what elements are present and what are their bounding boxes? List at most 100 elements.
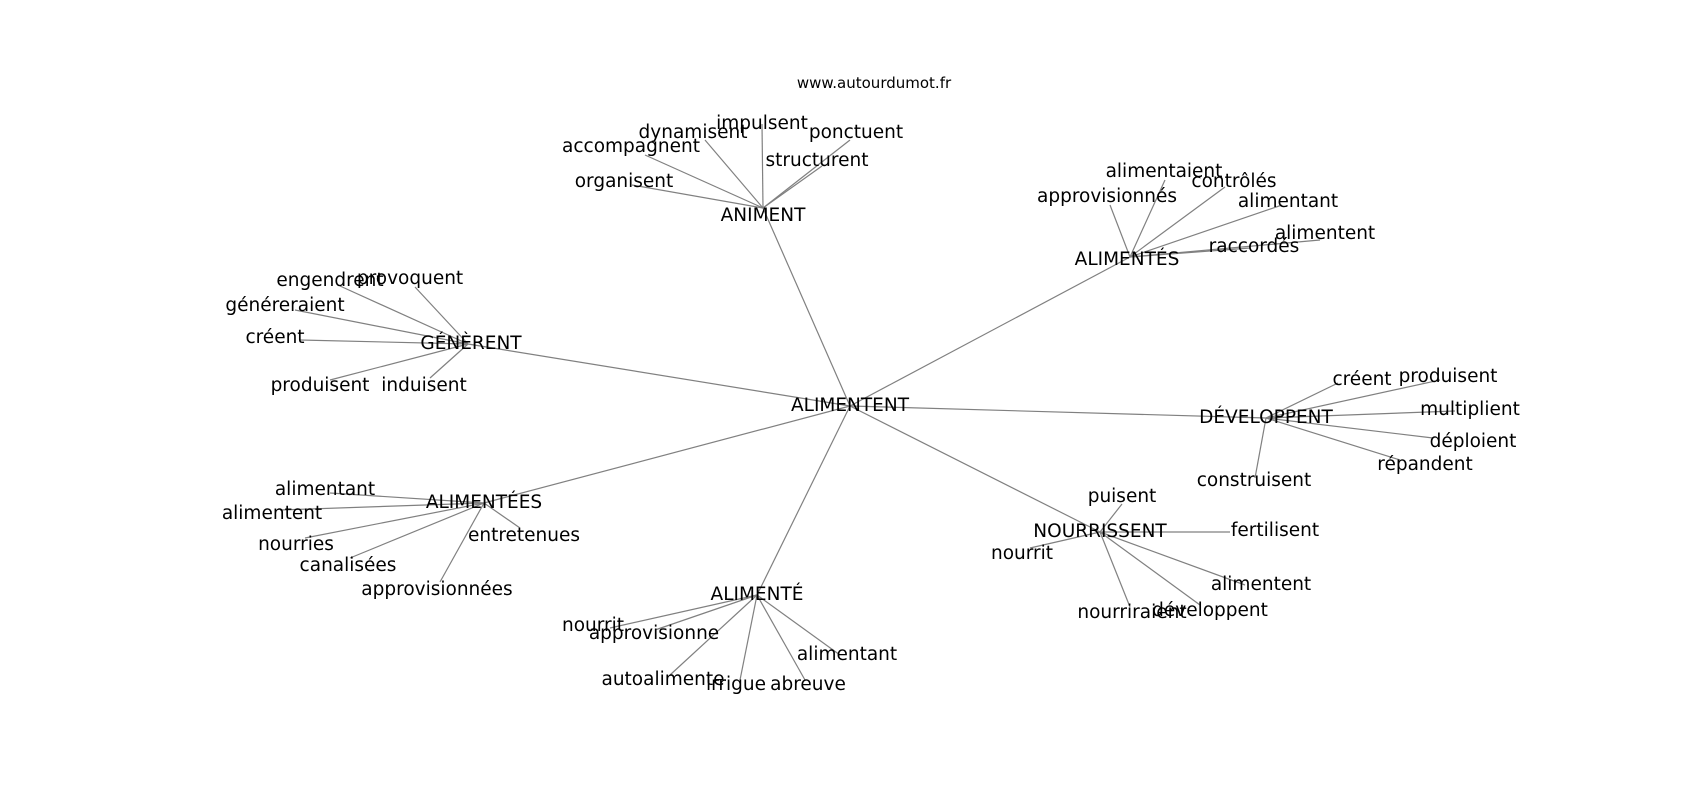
edge-nourrissent-puisent: [1099, 503, 1123, 533]
edge-nourrissent-nourrit: [1029, 531, 1101, 549]
edge-developpent-construisent: [1254, 417, 1267, 479]
edge-alimentees-alimentant: [329, 492, 485, 504]
leaf-node-generent-provoquent: provoquent: [356, 267, 464, 289]
leaf-node-nourrissent-nourrit: nourrit: [990, 542, 1054, 564]
edge-center-generent: [467, 343, 851, 407]
edge-alimentees-canalisees: [349, 502, 485, 559]
edge-developpent-repandent: [1265, 417, 1401, 461]
leaf-node-developpent-deploient: déploient: [1429, 430, 1517, 452]
leaf-node-nourrissent-puisent: puisent: [1087, 485, 1157, 507]
leaf-node-alimente-abreuve: abreuve: [770, 673, 846, 695]
leaf-node-animent-organisent: organisent: [574, 170, 674, 192]
leaf-node-alimentes-alimentaient: alimentaient: [1105, 160, 1223, 182]
edge-alimente-irrigue: [739, 594, 758, 681]
leaf-node-alimentees-canalisees: canalisées: [299, 554, 397, 576]
leaf-node-alimentees-alimentent: alimentent: [221, 502, 323, 524]
edge-alimentes-controles: [1129, 186, 1226, 258]
leaf-node-nourrissent-alimentent: alimentent: [1210, 573, 1312, 595]
leaf-node-alimentes-approvisionnes: approvisionnés: [1037, 185, 1177, 207]
edge-alimentees-approvisionnees: [439, 502, 485, 583]
edge-generent-produisent: [329, 343, 469, 381]
leaf-node-alimente-alimentant: alimentant: [796, 643, 898, 665]
edge-animent-organisent: [631, 184, 764, 209]
edge-center-alimentes: [849, 256, 1131, 407]
edge-alimente-abreuve: [756, 594, 806, 681]
edge-center-alimentees: [483, 405, 851, 504]
edge-animent-accompagnent: [644, 154, 764, 209]
hub-node-alimente: ALIMENTÉ: [710, 583, 804, 605]
leaf-node-alimentes-controles: contrôlés: [1191, 170, 1277, 192]
edge-alimente-approvisionne: [654, 594, 758, 631]
edge-alimente-autoalimente: [669, 594, 758, 676]
edge-animent-structurent: [762, 165, 823, 209]
leaf-node-alimentes-raccordes: raccordés: [1208, 235, 1300, 257]
edge-animent-ponctuent: [762, 139, 851, 209]
edge-nourrissent-developpent: [1099, 531, 1201, 606]
leaf-node-alimentes-alimentent: alimentent: [1274, 222, 1376, 244]
leaf-node-animent-dynamisent: dynamisent: [638, 121, 748, 143]
edge-center-nourrissent: [849, 405, 1101, 533]
edge-animent-impulsent: [761, 123, 764, 209]
leaf-node-nourrissent-developpent: développent: [1152, 599, 1268, 621]
leaf-node-developpent-repandent: répandent: [1377, 453, 1473, 475]
edge-alimentes-alimentant: [1129, 204, 1283, 258]
hub-node-alimentees: ALIMENTÉES: [425, 491, 543, 513]
leaf-node-nourrissent-nourriraient: nourriraient: [1077, 601, 1187, 623]
edge-generent-engendrent: [339, 285, 469, 345]
edge-alimente-nourrit: [609, 594, 758, 629]
edge-generent-creent: [299, 339, 469, 345]
leaf-node-generent-creent: créent: [245, 326, 305, 348]
edge-developpent-deploient: [1265, 417, 1434, 439]
edge-nourrissent-alimentent: [1099, 531, 1246, 586]
edge-alimentes-alimentaient: [1129, 179, 1166, 258]
edge-center-developpent: [849, 405, 1267, 419]
leaf-node-alimentees-approvisionnees: approvisionnées: [361, 578, 513, 600]
center-node: ALIMENTENT: [790, 394, 910, 416]
edge-center-animent: [762, 207, 851, 407]
edge-generent-genereraient: [294, 309, 469, 345]
leaf-node-developpent-creent: créent: [1332, 368, 1392, 390]
edge-alimentees-nourries: [304, 502, 485, 539]
edge-nourrissent-nourriraient: [1099, 531, 1131, 608]
leaf-node-alimentes-alimentant: alimentant: [1237, 190, 1339, 212]
hub-node-nourrissent: NOURRISSENT: [1033, 520, 1167, 542]
edge-generent-induisent: [429, 343, 469, 379]
edge-developpent-produisent: [1265, 379, 1441, 419]
leaf-node-nourrissent-fertilisent: fertilisent: [1230, 519, 1320, 541]
edge-alimentees-alimentent: [279, 502, 485, 511]
leaf-node-alimentees-entretenues: entretenues: [467, 524, 581, 546]
leaf-node-animent-impulsent: impulsent: [716, 112, 808, 134]
leaf-node-generent-engendrent: engendrent: [276, 269, 384, 291]
edge-developpent-multiplient: [1265, 410, 1456, 419]
leaf-node-animent-ponctuent: ponctuent: [808, 121, 904, 143]
leaf-node-alimente-autoalimente: autoalimente: [601, 668, 725, 690]
leaf-node-alimentees-alimentant: alimentant: [274, 478, 376, 500]
leaf-node-animent-accompagnent: accompagnent: [562, 135, 700, 157]
leaf-node-animent-structurent: structurent: [765, 149, 869, 171]
edge-generent-provoquent: [414, 286, 469, 345]
edge-alimentees-entretenues: [483, 502, 521, 529]
edge-alimente-alimentant: [756, 594, 841, 656]
leaf-node-alimente-nourrit: nourrit: [561, 614, 625, 636]
edge-developpent-creent: [1265, 382, 1339, 419]
edge-alimentes-raccordes: [1129, 247, 1251, 258]
leaf-node-generent-induisent: induisent: [381, 374, 467, 396]
site-watermark: www.autourdumot.fr: [796, 74, 952, 92]
leaf-node-developpent-construisent: construisent: [1196, 469, 1312, 491]
edge-center-alimente: [756, 405, 851, 596]
edge-alimentes-approvisionnes: [1109, 204, 1131, 258]
leaf-node-alimente-irrigue: irrigue: [705, 673, 767, 695]
hub-node-generent: GÉNÈRENT: [420, 332, 522, 354]
hub-node-developpent: DÉVELOPPENT: [1199, 406, 1333, 428]
hub-node-alimentes: ALIMENTÉS: [1074, 248, 1180, 270]
leaf-node-alimente-approvisionne: approvisionne: [588, 622, 720, 644]
leaf-node-generent-genereraient: généreraient: [225, 294, 345, 316]
leaf-node-alimentees-nourries: nourries: [258, 533, 334, 555]
hub-node-animent: ANIMENT: [720, 204, 806, 226]
edge-animent-dynamisent: [704, 139, 764, 209]
leaf-node-generent-produisent: produisent: [270, 374, 370, 396]
leaf-node-developpent-produisent: produisent: [1398, 365, 1498, 387]
leaf-node-developpent-multiplient: multiplient: [1420, 398, 1520, 420]
